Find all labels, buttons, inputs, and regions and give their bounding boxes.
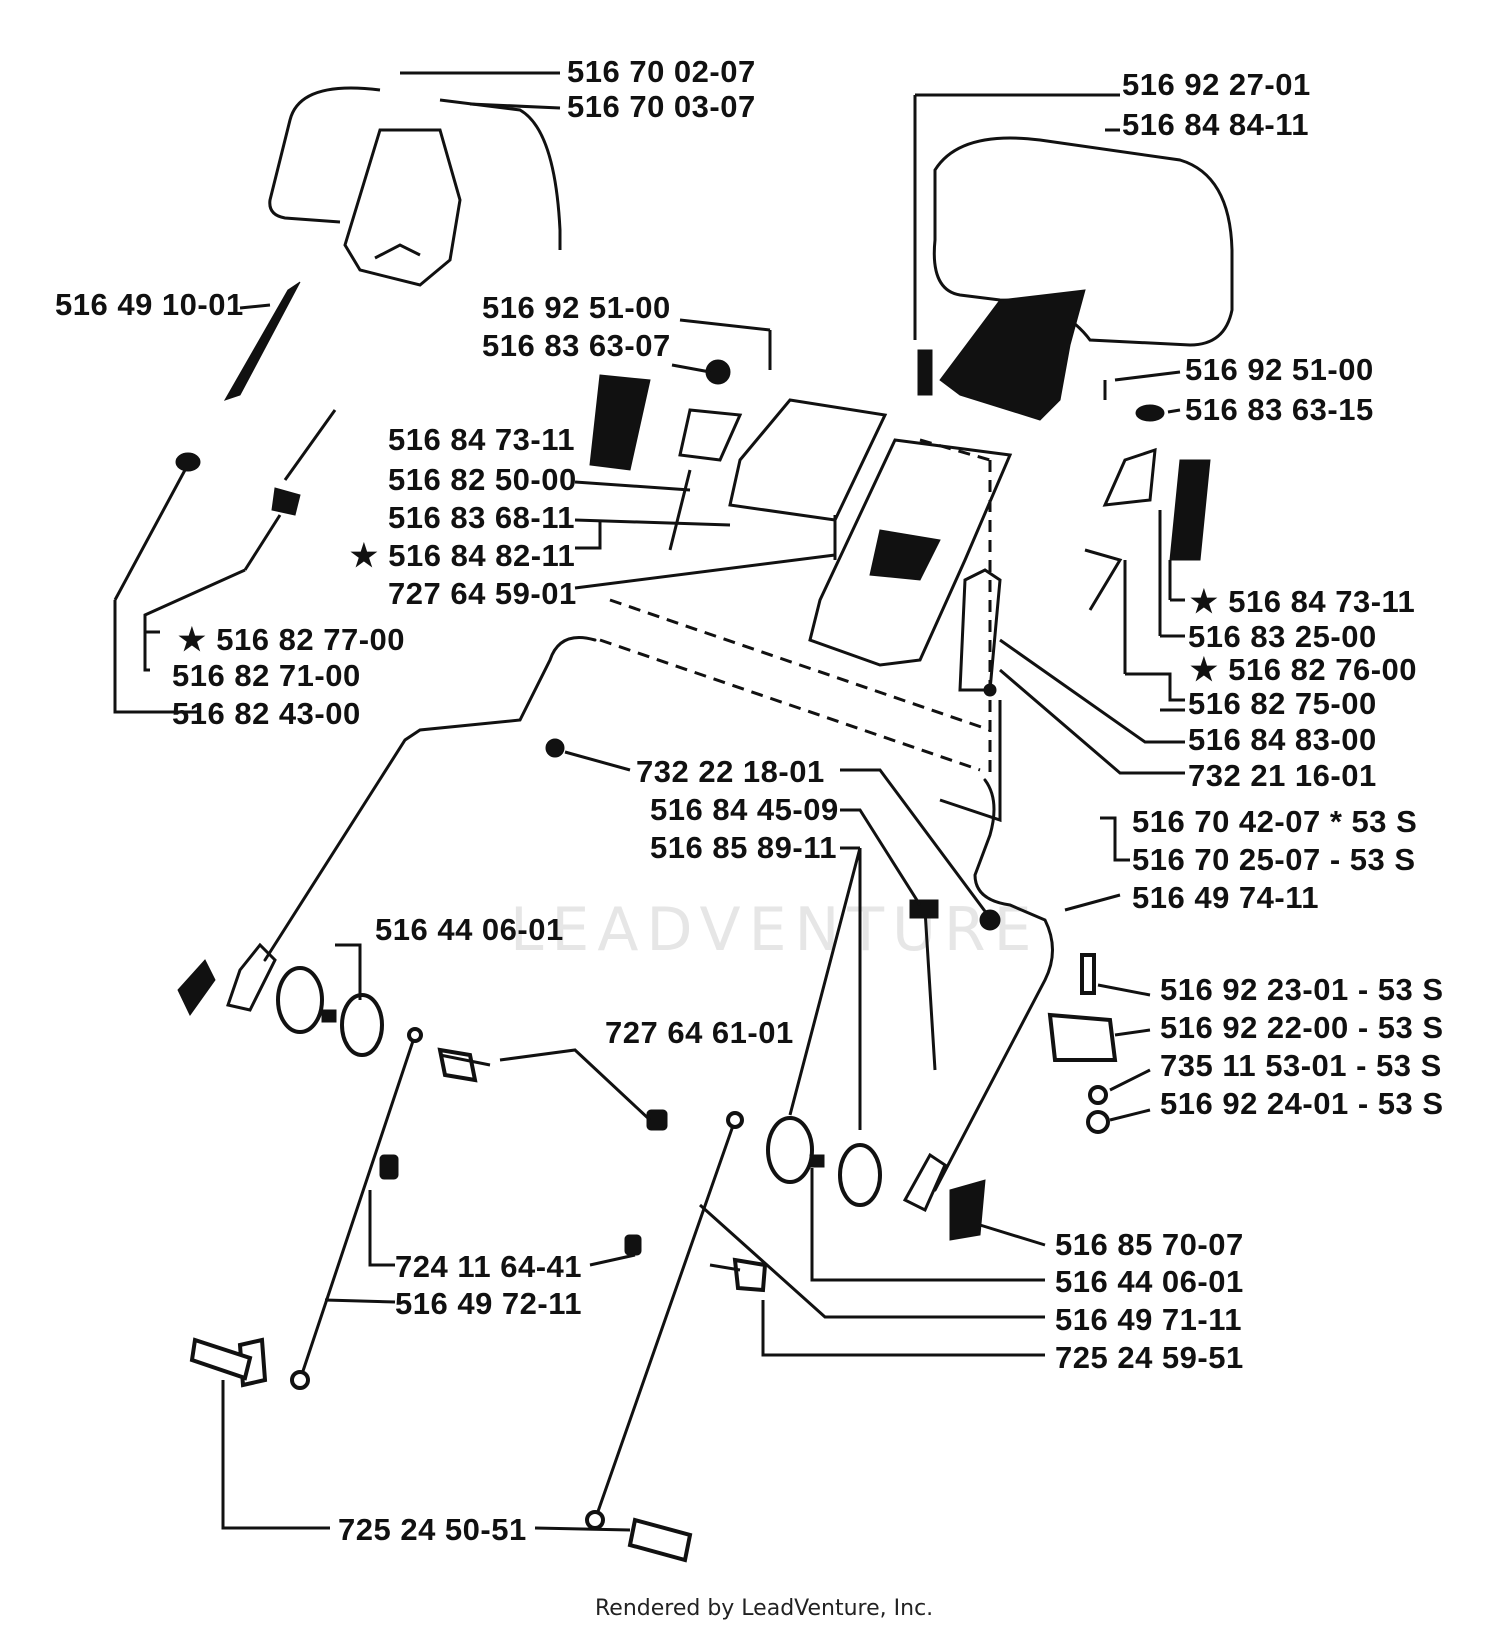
label-516-49-10-01: 516 49 10-01 — [55, 287, 244, 322]
center-bolt-part — [923, 909, 937, 1071]
control-bale-part — [268, 86, 562, 287]
label-516-83-68-11: 516 83 68-11 — [388, 500, 575, 535]
label-516-82-76-00: ★516 82 76-00 — [1190, 652, 1417, 687]
label-516-82-75-00: 516 82 75-00 — [1188, 686, 1377, 721]
leader-lines — [113, 71, 1185, 1532]
star-symbol: ★ — [350, 538, 378, 573]
label-516-82-71-00: 516 82 71-00 — [172, 658, 361, 693]
left-upper-tube-part — [263, 636, 597, 962]
label-516-92-51-00-a: 516 92 51-00 — [482, 290, 671, 325]
label-725-24-50-51: 725 24 50-51 — [338, 1512, 527, 1547]
label-516-44-06-01-b: 516 44 06-01 — [1055, 1264, 1244, 1299]
label-516-49-74-11: 516 49 74-11 — [1132, 880, 1319, 915]
parts-artwork — [113, 86, 1234, 1563]
label-516-82-43-00: 516 82 43-00 — [172, 696, 361, 731]
label-516-84-45-09: 516 84 45-09 — [650, 792, 839, 827]
label-727-64-59-01: 727 64 59-01 — [388, 576, 577, 611]
label-516-92-51-00-b: 516 92 51-00 — [1185, 352, 1374, 387]
label-516-84-83-00: 516 84 83-00 — [1188, 722, 1377, 757]
cable-part — [113, 409, 337, 601]
bracket-plates-part — [589, 330, 1013, 667]
label-516-82-50-00: 516 82 50-00 — [388, 462, 577, 497]
label-516-83-63-15: 516 83 63-15 — [1185, 392, 1374, 427]
label-516-70-03-07: 516 70 03-07 — [567, 89, 756, 124]
grip-bolt-part — [917, 349, 933, 396]
right-small-parts — [958, 380, 1211, 697]
label-516-70-02-07: 516 70 02-07 — [567, 54, 756, 89]
watermark: LEADVENTURE — [510, 895, 1040, 965]
label-735-11-53-01: 735 11 53-01 - 53 S — [1160, 1048, 1442, 1083]
label-516-70-25-07: 516 70 25-07 - 53 S — [1132, 842, 1416, 877]
label-516-84-73-11-b: ★516 84 73-11 — [1190, 584, 1415, 619]
right-lower-tube-part — [593, 1118, 737, 1522]
left-lower-tube-part — [298, 1033, 417, 1382]
label-516-85-89-11: 516 85 89-11 — [650, 830, 837, 865]
label-516-92-23-01: 516 92 23-01 - 53 S — [1160, 972, 1444, 1007]
label-516-84-73-11-a: 516 84 73-11 — [388, 422, 575, 457]
label-516-49-71-11: 516 49 71-11 — [1055, 1302, 1242, 1337]
label-516-49-72-11: 516 49 72-11 — [395, 1286, 582, 1321]
label-516-44-06-01-a: 516 44 06-01 — [375, 912, 564, 947]
label-516-84-84-11: 516 84 84-11 — [1122, 107, 1309, 142]
label-516-82-77-00: ★516 82 77-00 — [178, 622, 405, 657]
handle-grip-part — [932, 136, 1234, 421]
spring-part — [223, 281, 301, 401]
label-727-64-61-01: 727 64 61-01 — [605, 1015, 794, 1050]
footer-credit: Rendered by LeadVenture, Inc. — [595, 1596, 933, 1621]
dash-line-1 — [599, 638, 981, 772]
dash-line-2 — [609, 598, 991, 732]
label-516-70-42-07: 516 70 42-07 * 53 S — [1132, 804, 1417, 839]
label-725-24-59-51: 725 24 59-51 — [1055, 1340, 1244, 1375]
label-516-83-63-07: 516 83 63-07 — [482, 328, 671, 363]
part-labels: 516 70 02-07 516 70 03-07 516 92 27-01 5… — [55, 54, 1444, 1547]
label-516-92-24-01: 516 92 24-01 - 53 S — [1160, 1086, 1444, 1121]
label-516-85-70-07: 516 85 70-07 — [1055, 1227, 1244, 1262]
label-732-22-18-01: 732 22 18-01 — [636, 754, 825, 789]
label-516-92-27-01: 516 92 27-01 — [1122, 67, 1311, 102]
label-724-11-64-41: 724 11 64-41 — [395, 1249, 582, 1284]
label-732-21-16-01: 732 21 16-01 — [1188, 758, 1377, 793]
label-516-83-25-00: 516 83 25-00 — [1188, 619, 1377, 654]
right-upper-tube-part — [933, 778, 1054, 1192]
label-516-92-22-00: 516 92 22-00 - 53 S — [1160, 1010, 1444, 1045]
label-516-84-82-11: ★516 84 82-11 — [350, 538, 575, 573]
dash-line-4 — [919, 438, 991, 462]
